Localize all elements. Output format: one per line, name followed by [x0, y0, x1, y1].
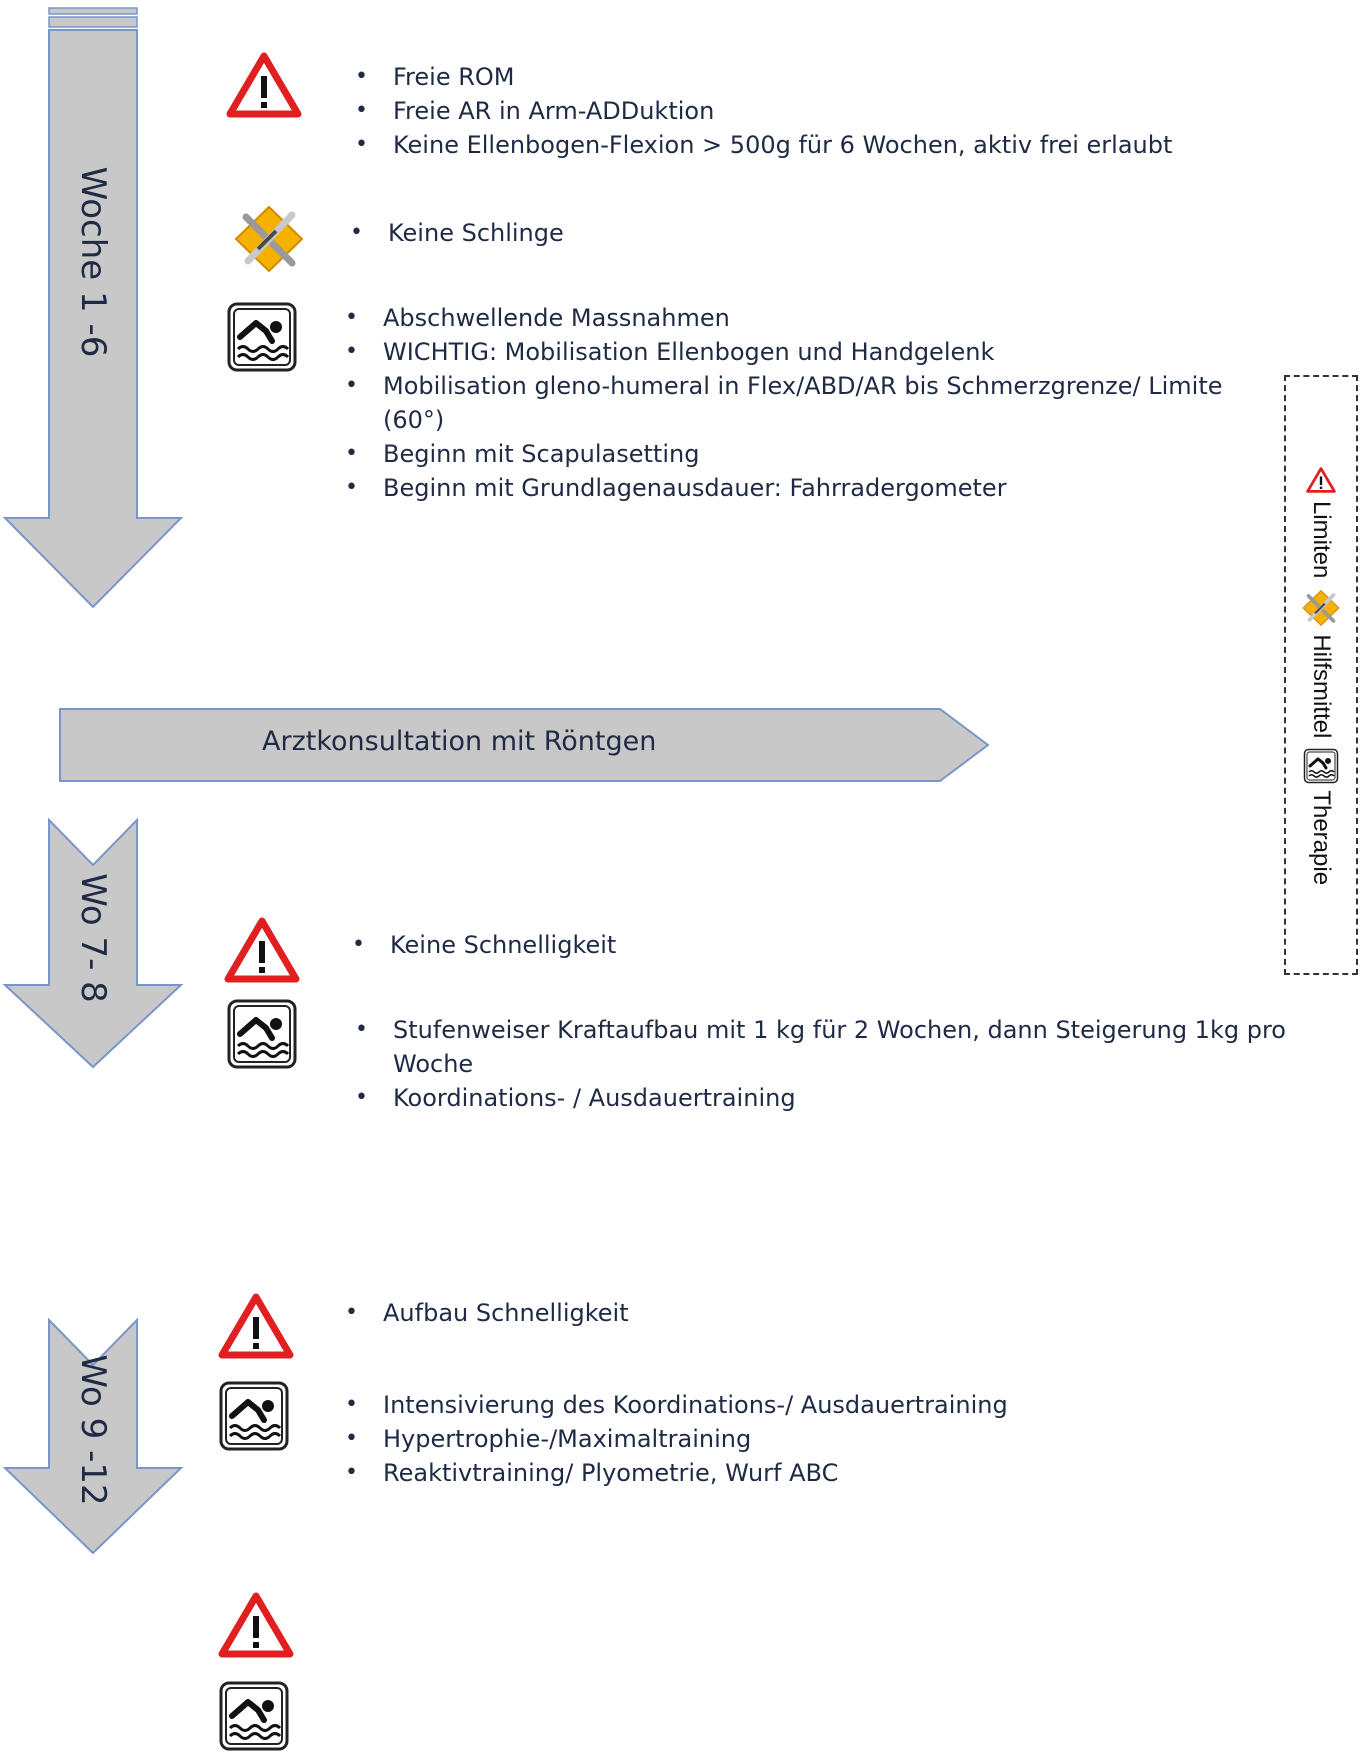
arrow-week7: [2, 817, 184, 1069]
week1-limits-list: Freie ROM Freie AR in Arm-ADDuktion Kein…: [355, 60, 1255, 162]
list-item: Beginn mit Scapulasetting: [345, 437, 1225, 471]
week7-limits-list: Keine Schnelligkeit: [352, 928, 952, 962]
warning-triangle-icon: [226, 52, 302, 118]
list-item: Keine Ellenbogen-Flexion > 500g für 6 Wo…: [355, 128, 1255, 162]
list-item: Hypertrophie-/Maximaltraining: [345, 1422, 1245, 1456]
list-item: Reaktivtraining/ Plyometrie, Wurf ABC: [345, 1456, 1245, 1490]
swimmer-icon: [1303, 749, 1339, 784]
list-item: Aufbau Schnelligkeit: [345, 1296, 945, 1330]
legend-item-therapy: Therapie: [1303, 748, 1339, 885]
wrench-screwdriver-icon: [234, 205, 304, 273]
week9-limits-list: Aufbau Schnelligkeit: [345, 1296, 945, 1330]
arrows-layer: [2, 7, 990, 1555]
swimmer-icon: [227, 302, 297, 372]
list-item: Beginn mit Grundlagenausdauer: Fahrrader…: [345, 471, 1225, 505]
list-item: Stufenweiser Kraftaufbau mit 1 kg für 2 …: [355, 1013, 1315, 1081]
list-item: Keine Schlinge: [350, 216, 950, 250]
legend-label-aids: Hilfsmittel: [1308, 634, 1335, 739]
week7-therapy-list: Stufenweiser Kraftaufbau mit 1 kg für 2 …: [355, 1013, 1315, 1115]
swimmer-icon: [219, 1381, 289, 1451]
week1-label: Woche 1 -6: [73, 166, 113, 358]
week9-label: Wo 9 -12: [73, 1354, 113, 1506]
legend-box: Limiten Hilfsmittel Therapie: [1284, 375, 1358, 975]
list-item: Freie AR in Arm-ADDuktion: [355, 94, 1255, 128]
legend-item-aids: Hilfsmittel: [1301, 588, 1341, 738]
week7-label: Wo 7- 8: [73, 873, 113, 1003]
list-item: WICHTIG: Mobilisation Ellenbogen und Han…: [345, 335, 1225, 369]
swimmer-icon: [219, 1681, 289, 1751]
banner-text: Arztkonsultation mit Röntgen: [262, 726, 657, 757]
list-item: Koordinations- / Ausdauertraining: [355, 1081, 1315, 1115]
list-item: Intensivierung des Koordinations-/ Ausda…: [345, 1388, 1245, 1422]
legend-item-limits: Limiten: [1306, 465, 1336, 579]
swimmer-icon: [227, 999, 297, 1069]
warning-triangle-icon: [224, 917, 300, 983]
arrow-week1: [2, 29, 184, 609]
wrench-screwdriver-icon: [1302, 590, 1340, 627]
legend-label-therapy: Therapie: [1308, 790, 1335, 886]
legend-label-limits: Limiten: [1308, 500, 1335, 579]
warning-triangle-icon: [218, 1293, 294, 1359]
list-item: Freie ROM: [355, 60, 1255, 94]
list-item: Keine Schnelligkeit: [352, 928, 952, 962]
warning-triangle-icon: [1306, 467, 1336, 493]
week9-therapy-list: Intensivierung des Koordinations-/ Ausda…: [345, 1388, 1245, 1490]
week1-aids-list: Keine Schlinge: [350, 216, 950, 250]
legend-content: Limiten Hilfsmittel Therapie: [1301, 465, 1341, 885]
arrow-week9: [2, 1317, 184, 1555]
warning-triangle-icon: [218, 1592, 294, 1658]
week1-therapy-list: Abschwellende Massnahmen WICHTIG: Mobili…: [345, 301, 1225, 505]
list-item: Mobilisation gleno-humeral in Flex/ABD/A…: [345, 369, 1225, 437]
banner-arrow: [59, 708, 990, 782]
list-item: Abschwellende Massnahmen: [345, 301, 1225, 335]
